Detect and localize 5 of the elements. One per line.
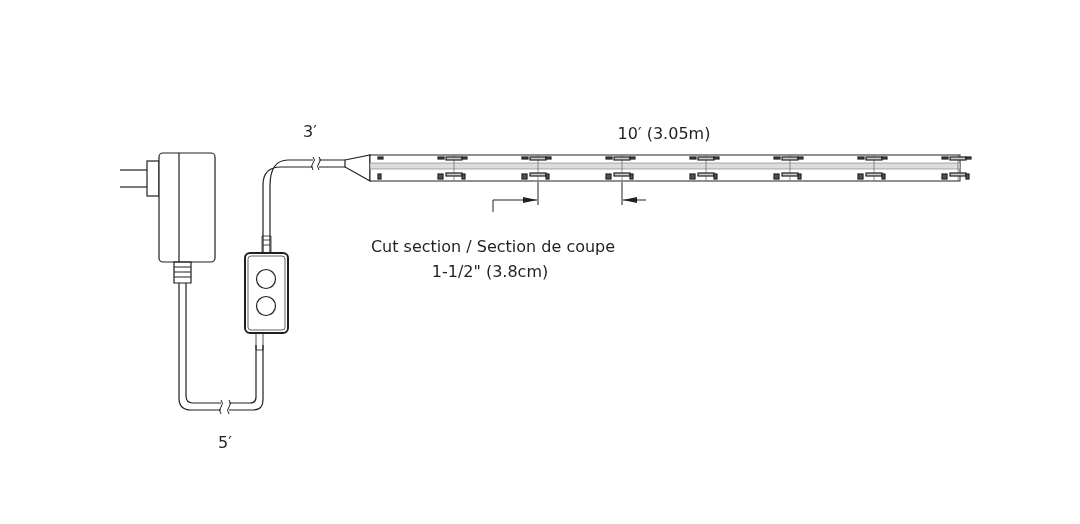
length-label: 3′ — [303, 122, 317, 142]
dimension-label: Cut section / Section de coupe — [370, 237, 616, 257]
length-label: 5′ — [218, 433, 232, 453]
dimension-label: 1-1/2" (3.8cm) — [431, 262, 549, 282]
length-label: 10′ (3.05m) — [617, 124, 711, 144]
